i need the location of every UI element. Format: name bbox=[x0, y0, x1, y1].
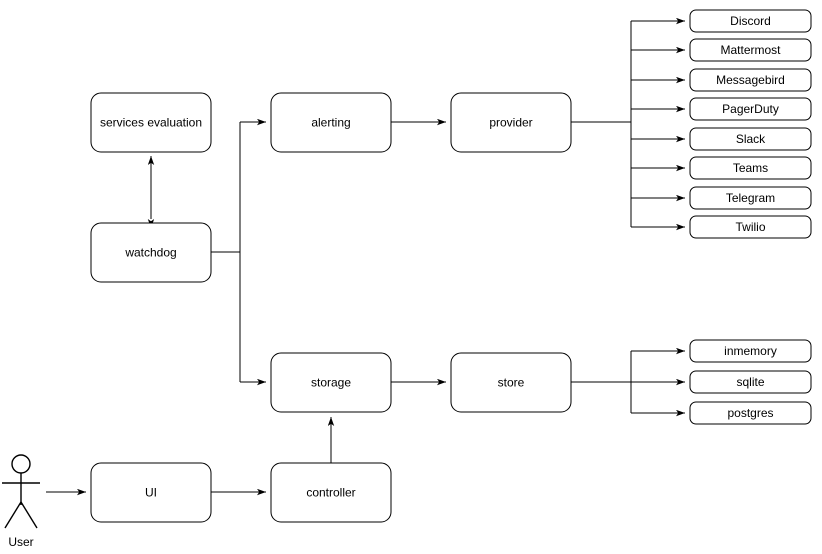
node-label-provider: provider bbox=[489, 116, 532, 130]
node-label-slack: Slack bbox=[736, 132, 766, 146]
node-alerting[interactable]: alerting bbox=[270, 92, 392, 153]
node-label-watchdog: watchdog bbox=[124, 246, 176, 260]
node-box-store bbox=[450, 352, 572, 413]
node-label-controller: controller bbox=[306, 486, 355, 500]
node-ui[interactable]: UI bbox=[90, 462, 212, 523]
node-label-inmemory: inmemory bbox=[724, 344, 777, 358]
node-label-storage: storage bbox=[311, 376, 351, 390]
node-label-store: store bbox=[498, 376, 525, 390]
store-target-sqlite[interactable]: sqlite bbox=[689, 370, 812, 394]
node-box-controller bbox=[270, 462, 392, 523]
provider-target-mattermost[interactable]: Mattermost bbox=[689, 38, 812, 62]
node-box-inmemory bbox=[689, 339, 812, 363]
edges-layer bbox=[46, 21, 632, 496]
node-provider[interactable]: provider bbox=[450, 92, 572, 153]
node-box-discord bbox=[689, 9, 812, 33]
node-label-pagerduty: PagerDuty bbox=[722, 102, 779, 116]
provider-target-discord[interactable]: Discord bbox=[689, 9, 812, 33]
stick-figure-head-icon bbox=[11, 454, 31, 474]
node-box-postgres bbox=[689, 401, 812, 425]
node-box-storage bbox=[270, 352, 392, 413]
provider-target-pagerduty[interactable]: PagerDuty bbox=[689, 97, 812, 121]
provider-target-telegram[interactable]: Telegram bbox=[689, 186, 812, 210]
provider-target-slack[interactable]: Slack bbox=[689, 127, 812, 151]
provider-target-twilio[interactable]: Twilio bbox=[689, 215, 812, 239]
node-storage[interactable]: storage bbox=[270, 352, 392, 413]
node-box-telegram bbox=[689, 186, 812, 210]
node-services-evaluation[interactable]: services evaluation bbox=[90, 92, 212, 153]
store-fanout-layer: inmemory sqlite postgres bbox=[631, 339, 812, 425]
store-target-inmemory[interactable]: inmemory bbox=[689, 339, 812, 363]
stick-figure-right-leg-icon bbox=[20, 501, 38, 529]
node-box-provider bbox=[450, 92, 572, 153]
user-actor: User bbox=[2, 454, 40, 549]
provider-fanout-layer: DiscordMattermostMessagebirdPagerDutySla… bbox=[631, 9, 812, 239]
node-box-sqlite bbox=[689, 370, 812, 394]
stick-figure-left-leg-icon bbox=[4, 501, 22, 529]
nodes-layer: services evaluation watchdog alerting provi… bbox=[90, 92, 572, 523]
node-box-messagebird bbox=[689, 68, 812, 92]
node-label-ui: UI bbox=[145, 486, 157, 500]
node-box-ui bbox=[90, 462, 212, 523]
node-box-pagerduty bbox=[689, 97, 812, 121]
node-label-alerting: alerting bbox=[311, 116, 350, 130]
node-box-watchdog bbox=[90, 222, 212, 283]
node-label-mattermost: Mattermost bbox=[720, 43, 781, 57]
store-target-postgres[interactable]: postgres bbox=[689, 401, 812, 425]
node-box-mattermost bbox=[689, 38, 812, 62]
provider-target-messagebird[interactable]: Messagebird bbox=[689, 68, 812, 92]
node-label-sqlite: sqlite bbox=[736, 375, 764, 389]
node-box-services-evaluation bbox=[90, 92, 212, 153]
node-label-telegram: Telegram bbox=[726, 191, 775, 205]
node-label-twilio: Twilio bbox=[735, 220, 765, 234]
node-box-teams bbox=[689, 156, 812, 180]
node-box-slack bbox=[689, 127, 812, 151]
node-label-discord: Discord bbox=[730, 14, 771, 28]
node-label-services-evaluation: services evaluation bbox=[100, 116, 202, 130]
node-box-twilio bbox=[689, 215, 812, 239]
user-actor-label: User bbox=[8, 535, 33, 549]
node-label-messagebird: Messagebird bbox=[716, 73, 785, 87]
node-controller[interactable]: controller bbox=[270, 462, 392, 523]
provider-target-teams[interactable]: Teams bbox=[689, 156, 812, 180]
node-store[interactable]: store bbox=[450, 352, 572, 413]
node-label-teams: Teams bbox=[733, 161, 768, 175]
node-box-alerting bbox=[270, 92, 392, 153]
node-label-postgres: postgres bbox=[727, 406, 773, 420]
node-watchdog[interactable]: watchdog bbox=[90, 222, 212, 283]
